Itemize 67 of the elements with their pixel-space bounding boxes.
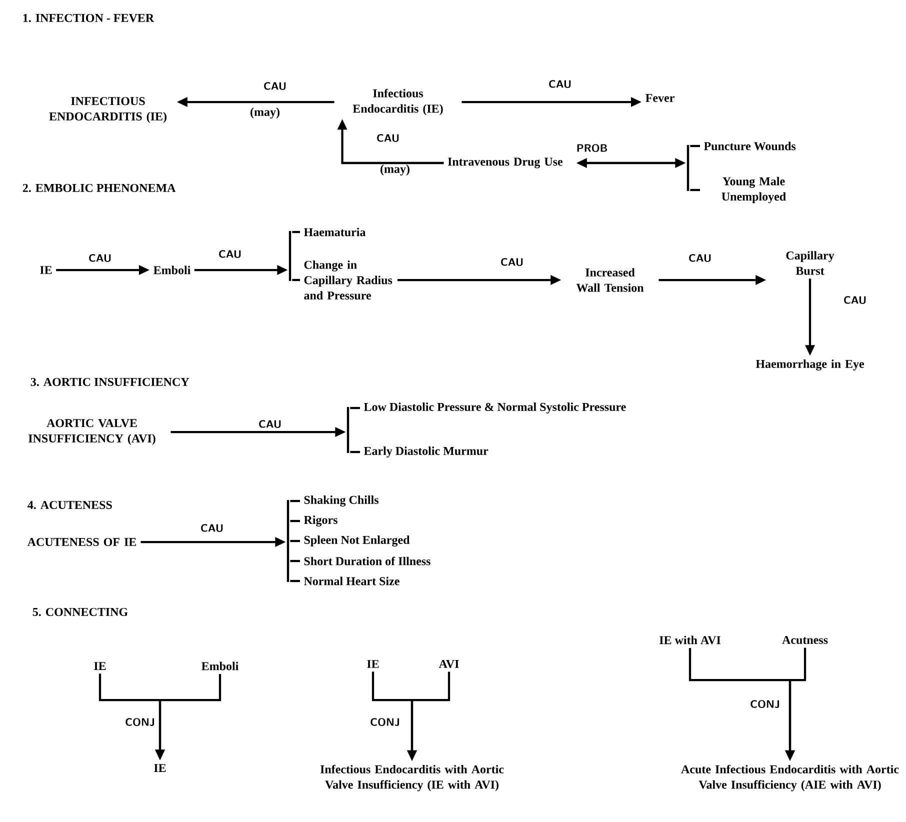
connector-line [290, 500, 300, 502]
bracket [346, 407, 350, 453]
node-text: Intravenous Drug Use [448, 158, 563, 168]
node-text: Normal Heart Size [304, 576, 400, 586]
edge-label: CAU [259, 420, 281, 428]
node-text: AORTIC VALVE INSUFFICIENCY (AVI) [28, 419, 156, 445]
connector-line [290, 540, 300, 542]
node-text: IE [367, 660, 379, 668]
node-text: IE [154, 764, 166, 772]
edge-label: CAU [377, 134, 399, 142]
node-text: Infectious Endocarditis (IE) [352, 88, 443, 116]
node-text: Capillary Burst [786, 251, 834, 275]
node-text: Haematuria [304, 228, 366, 236]
node-text: IE with AVI [660, 636, 720, 644]
bracket [286, 500, 290, 582]
node-text: Emboli [154, 266, 190, 274]
node-text: AVI [438, 660, 459, 668]
node-text: IE [40, 266, 52, 274]
edge-label: CAU [549, 80, 571, 88]
section-heading: 1. INFECTION - FEVER [23, 14, 154, 22]
edge-label: CAU [501, 258, 523, 266]
edge-label: CONJ [126, 718, 154, 726]
edge-label: CAU [89, 254, 111, 262]
edge-label: CAU [689, 254, 711, 262]
node-text: IE [94, 662, 106, 670]
connector-line [350, 450, 360, 454]
node-text: INFECTIOUS ENDOCARDITIS (IE) [49, 97, 166, 123]
edge-label: CAU [844, 296, 866, 304]
node-text: Rigors [304, 516, 338, 526]
node-text: Increased Wall Tension [576, 268, 644, 292]
connector-line [292, 230, 300, 234]
node-text: Puncture Wounds [704, 142, 796, 150]
connector-line [690, 188, 700, 192]
bracket [686, 145, 690, 191]
node-text: Spleen Not Enlarged [304, 536, 410, 546]
node-text: Young Male Unemployed [722, 176, 786, 204]
connector-line [290, 580, 300, 582]
node-text: Infectious Endocarditis with Aortic Valve Insufficiency (IE with AVI) [320, 764, 504, 792]
node-text: Early Diastolic Murmur [364, 446, 488, 458]
connector-line [690, 144, 700, 148]
node-text: Acutness [782, 636, 828, 644]
connector-line [292, 278, 300, 282]
edge-label: PROB [577, 144, 607, 152]
connector-line [290, 560, 300, 562]
connector-line [290, 520, 300, 522]
connector-line [350, 406, 360, 410]
edge-label: CAU [219, 250, 241, 258]
node-text: Short Duration of Illness [304, 556, 430, 566]
node-text: Low Diastolic Pressure & Normal Systolic Pressure [364, 402, 626, 414]
node-text: Haemorrhage in Eye [756, 360, 864, 370]
edge-label: CONJ [750, 700, 780, 708]
node-text: Change in Capillary Radius and Pressure [304, 260, 392, 300]
bracket [288, 231, 292, 281]
node-text: Emboli [202, 662, 238, 670]
node-text: Fever [646, 94, 674, 102]
section-heading: 4. ACUTENESS [28, 500, 112, 510]
section-heading: 3. AORTIC INSUFFICIENCY [30, 378, 190, 386]
section-heading: 5. CONNECTING [32, 608, 128, 616]
node-text: ACUTENESS OF IE [27, 538, 136, 546]
section-heading: 2. EMBOLIC PHENONEMA [22, 184, 176, 192]
edge-label: CAU [201, 524, 223, 532]
edge-label: CAU [264, 82, 286, 90]
edge-label: CONJ [370, 718, 400, 726]
node-text: Shaking Chills [304, 496, 378, 506]
note: (may) [250, 108, 280, 118]
note: (may) [380, 164, 410, 176]
node-text: Acute Infectious Endocarditis with Aortic Valve Insufficiency (AIE with AVI) [681, 764, 899, 792]
